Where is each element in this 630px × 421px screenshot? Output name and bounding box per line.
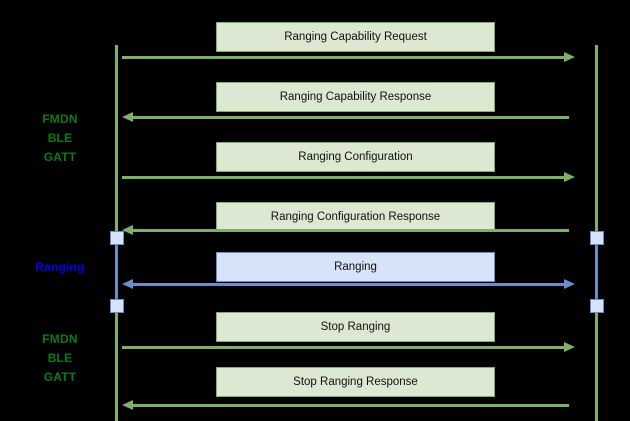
message-arrow-ranging-configuration: [122, 172, 575, 183]
arrow-shaft: [133, 229, 569, 232]
arrow-head-left-icon: [122, 225, 133, 235]
activation-node-right-top: [589, 231, 604, 245]
arrow-head-right-icon: [564, 279, 575, 289]
phase-label-ranging: Ranging: [35, 260, 85, 274]
arrow-head-left-icon: [122, 400, 133, 410]
phase-label-fmdn-ble-gatt-bottom: FMDN BLE GATT: [42, 332, 78, 384]
message-arrow-ranging-capability-response: [122, 112, 575, 123]
activation-line-left: [115, 238, 118, 306]
message-arrow-ranging-configuration-response: [122, 225, 575, 236]
arrow-head-right-icon: [564, 342, 575, 352]
arrow-shaft: [122, 346, 564, 349]
message-arrow-stop-ranging-response: [122, 400, 575, 411]
message-arrow-ranging: [122, 279, 575, 290]
activation-line-right: [595, 238, 598, 306]
message-box-ranging-configuration: Ranging Configuration: [216, 142, 495, 172]
arrow-shaft: [133, 404, 569, 407]
arrow-shaft: [133, 116, 569, 119]
phase-label-fmdn-ble-gatt-top: FMDN BLE GATT: [42, 112, 78, 164]
message-box-stop-ranging: Stop Ranging: [216, 312, 495, 342]
arrow-head-left-icon: [122, 112, 133, 122]
arrow-shaft: [122, 176, 564, 179]
message-box-ranging-capability-request: Ranging Capability Request: [216, 22, 495, 52]
activation-node-right-bottom: [589, 299, 604, 313]
message-arrow-ranging-capability-request: [122, 52, 575, 63]
message-box-stop-ranging-response: Stop Ranging Response: [216, 367, 495, 397]
arrow-shaft: [133, 283, 564, 286]
arrow-head-right-icon: [564, 172, 575, 182]
message-box-ranging: Ranging: [216, 252, 495, 282]
activation-node-left-top: [109, 231, 124, 245]
arrow-head-right-icon: [564, 52, 575, 62]
message-arrow-stop-ranging: [122, 342, 575, 353]
activation-node-left-bottom: [109, 299, 124, 313]
message-box-ranging-capability-response: Ranging Capability Response: [216, 82, 495, 112]
arrow-shaft: [122, 56, 564, 59]
arrow-head-left-icon: [122, 279, 133, 289]
